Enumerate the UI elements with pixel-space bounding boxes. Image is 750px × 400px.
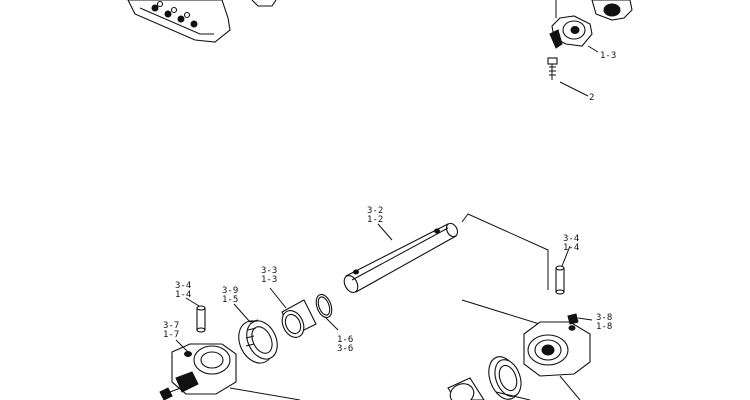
leader-3-3 bbox=[269, 287, 287, 309]
bolt-right-3-8 bbox=[567, 313, 579, 325]
callout-3-4-right: 3-4 bbox=[563, 234, 579, 244]
callout-3-7: 3-7 bbox=[163, 321, 179, 331]
leader-1-3-top bbox=[587, 45, 599, 53]
seal-ring-3-6 bbox=[315, 293, 333, 319]
callout-3-4-left: 3-4 bbox=[175, 281, 191, 291]
callout-3-9: 3-9 bbox=[222, 286, 238, 296]
bushing-3-3 bbox=[281, 299, 317, 338]
bushing-right bbox=[447, 377, 485, 400]
leader-3-4-left bbox=[185, 297, 200, 307]
leader-3-7 bbox=[175, 339, 189, 353]
leader-3-2 bbox=[377, 223, 393, 241]
pin-guide-line-b bbox=[461, 299, 547, 327]
callout-3-8: 3-8 bbox=[596, 313, 612, 323]
callout-3-3: 3-3 bbox=[261, 266, 277, 276]
dowel-pin-left bbox=[196, 305, 206, 333]
track-pin bbox=[343, 222, 459, 293]
leader-3-4-right bbox=[561, 245, 571, 267]
callout-1-2: 1-2 bbox=[367, 215, 383, 225]
guide-line-right-bottom bbox=[495, 391, 531, 400]
callout-1-4-left: 1-4 bbox=[175, 290, 191, 300]
top-right-bracket bbox=[549, 0, 633, 49]
pin-guide-line-a bbox=[461, 213, 549, 290]
callout-1-3: 1-3 bbox=[261, 275, 277, 285]
leader-2 bbox=[559, 81, 589, 97]
callout-3-6: 3-6 bbox=[337, 344, 353, 354]
callout-1-5: 1-5 bbox=[222, 295, 238, 305]
callout-1-8: 1-8 bbox=[596, 322, 612, 332]
callout-1-3-top: 1-3 bbox=[600, 51, 616, 61]
collar-right bbox=[488, 356, 522, 400]
bolt-left bbox=[159, 385, 187, 400]
callout-1-7: 1-7 bbox=[163, 330, 179, 340]
dowel-pin-right bbox=[555, 265, 565, 295]
leader-3-9 bbox=[233, 303, 251, 323]
leader-3-8 bbox=[577, 317, 593, 321]
callout-1-4-right: 1-4 bbox=[563, 243, 579, 253]
leader-1-6 bbox=[325, 317, 339, 331]
track-link-assembly bbox=[127, 0, 277, 43]
callout-1-6: 1-6 bbox=[337, 335, 353, 345]
callout-3-2: 3-2 bbox=[367, 206, 383, 216]
callout-2: 2 bbox=[589, 93, 594, 103]
end-block-right bbox=[523, 321, 591, 400]
guide-line-left-bottom bbox=[229, 387, 301, 400]
end-block-left bbox=[171, 343, 237, 395]
collar-3-9 bbox=[238, 319, 278, 364]
bolt-part-2 bbox=[547, 57, 558, 80]
